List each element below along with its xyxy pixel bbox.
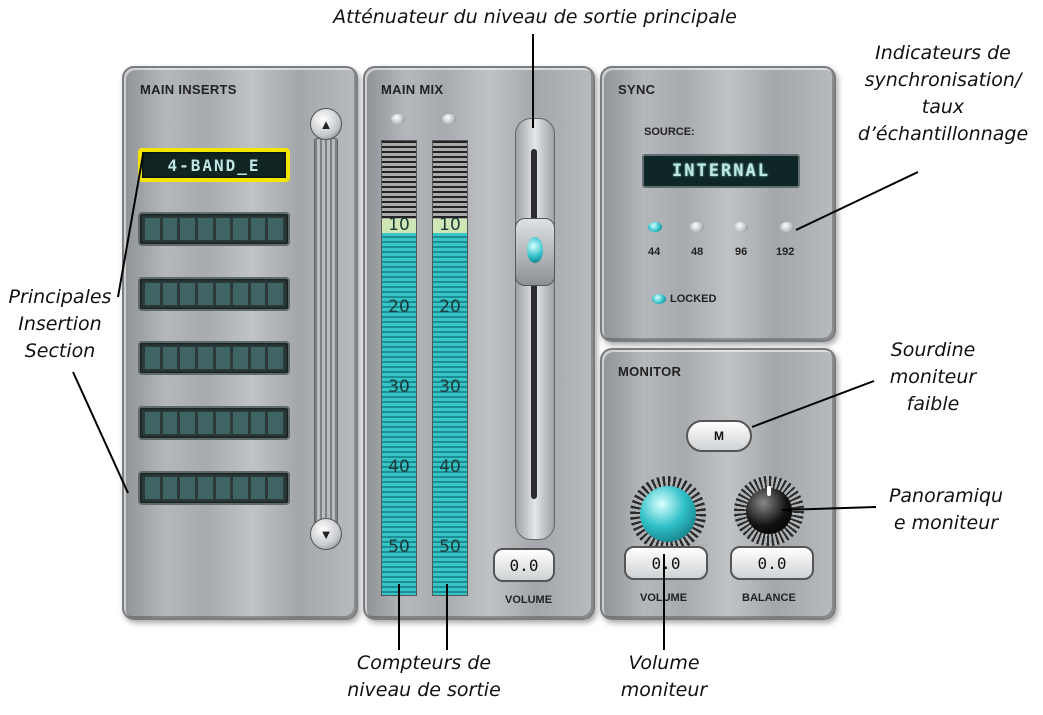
monitor-balance-display[interactable]: 0.0 <box>730 546 814 580</box>
main-inserts-panel: MAIN INSERTS 4-BAND_E ▲ ▼ <box>122 66 358 620</box>
callout-mute: Sourdine moniteur faible <box>889 339 977 415</box>
down-arrow-icon: ▼ <box>319 526 333 542</box>
meter-left-label-50: 50 <box>388 537 410 557</box>
callout-inserts: Principales Insertion Section <box>8 286 112 362</box>
main-mix-title: MAIN MIX <box>381 82 444 97</box>
sync-source-label: SOURCE: <box>644 126 695 138</box>
monitor-balance-knob[interactable] <box>734 476 804 546</box>
clip-led-left <box>391 114 405 124</box>
main-fader-knob[interactable] <box>515 218 555 286</box>
scroll-down-button[interactable]: ▼ <box>310 518 342 550</box>
scroll-up-button[interactable]: ▲ <box>310 108 342 140</box>
meter-left-label-20: 20 <box>388 297 410 317</box>
rate-label-48: 48 <box>691 246 704 258</box>
rate-led-192 <box>780 222 794 232</box>
insert-slot-1[interactable]: 4-BAND_E <box>138 148 290 182</box>
meter-right-label-10: 10 <box>439 215 461 235</box>
rate-label-192: 192 <box>776 246 795 258</box>
sync-title: SYNC <box>618 82 656 97</box>
output-meter-right: 10 20 30 40 50 <box>432 140 468 596</box>
insert-slot-1-label: 4-BAND_E <box>167 155 261 175</box>
meter-left-label-30: 30 <box>388 377 410 397</box>
main-mix-panel: MAIN MIX 10 20 30 40 50 10 20 30 40 50 0… <box>363 66 595 620</box>
up-arrow-icon: ▲ <box>319 116 333 132</box>
callout-fader: Atténuateur du niveau de sortie principa… <box>333 6 737 28</box>
insert-slot-5[interactable] <box>138 406 290 440</box>
insert-scrollbar-track[interactable] <box>314 138 338 540</box>
callout-sync-indicators: Indicateurs de synchronisation/ taux d’é… <box>857 42 1029 145</box>
callout-meters: Compteurs de niveau de sortie <box>347 652 501 701</box>
insert-slot-2[interactable] <box>138 212 290 246</box>
sync-panel: SYNC SOURCE: INTERNAL 44 48 96 192 LOCKE… <box>600 66 836 342</box>
main-volume-display[interactable]: 0.0 <box>493 548 555 582</box>
locked-label: LOCKED <box>670 293 717 305</box>
monitor-volume-knob[interactable] <box>630 476 706 552</box>
main-inserts-title: MAIN INSERTS <box>140 82 237 97</box>
rate-led-96 <box>734 222 748 232</box>
monitor-mute-button[interactable]: M <box>686 420 752 452</box>
main-fader-track[interactable] <box>515 118 555 540</box>
rate-led-48 <box>690 222 704 232</box>
main-volume-label: VOLUME <box>505 594 553 606</box>
meter-right-label-40: 40 <box>439 457 461 477</box>
mute-label: M <box>714 429 724 443</box>
monitor-balance-label: BALANCE <box>742 592 796 604</box>
meter-right-label-30: 30 <box>439 377 461 397</box>
clip-led-right <box>442 114 456 124</box>
meter-right-label-20: 20 <box>439 297 461 317</box>
meter-left-label-10: 10 <box>388 215 410 235</box>
output-meter-left: 10 20 30 40 50 <box>381 140 417 596</box>
insert-slot-4[interactable] <box>138 341 290 375</box>
monitor-volume-label: VOLUME <box>640 592 688 604</box>
locked-led <box>652 294 666 304</box>
meter-left-label-40: 40 <box>388 457 410 477</box>
sync-source-display[interactable]: INTERNAL <box>642 154 800 188</box>
rate-label-44: 44 <box>648 246 661 258</box>
meter-right-label-50: 50 <box>439 537 461 557</box>
monitor-volume-display[interactable]: 0.0 <box>624 546 708 580</box>
callout-monitor-volume: Volume moniteur <box>620 652 708 701</box>
rate-led-44 <box>648 222 662 232</box>
insert-slot-3[interactable] <box>138 277 290 311</box>
rate-label-96: 96 <box>735 246 748 258</box>
callout-pan: Panoramiqu e moniteur <box>888 485 1004 534</box>
monitor-panel: MONITOR M 0.0 0.0 VOLUME BALANCE <box>600 348 836 620</box>
monitor-title: MONITOR <box>618 364 682 379</box>
insert-slot-6[interactable] <box>138 471 290 505</box>
